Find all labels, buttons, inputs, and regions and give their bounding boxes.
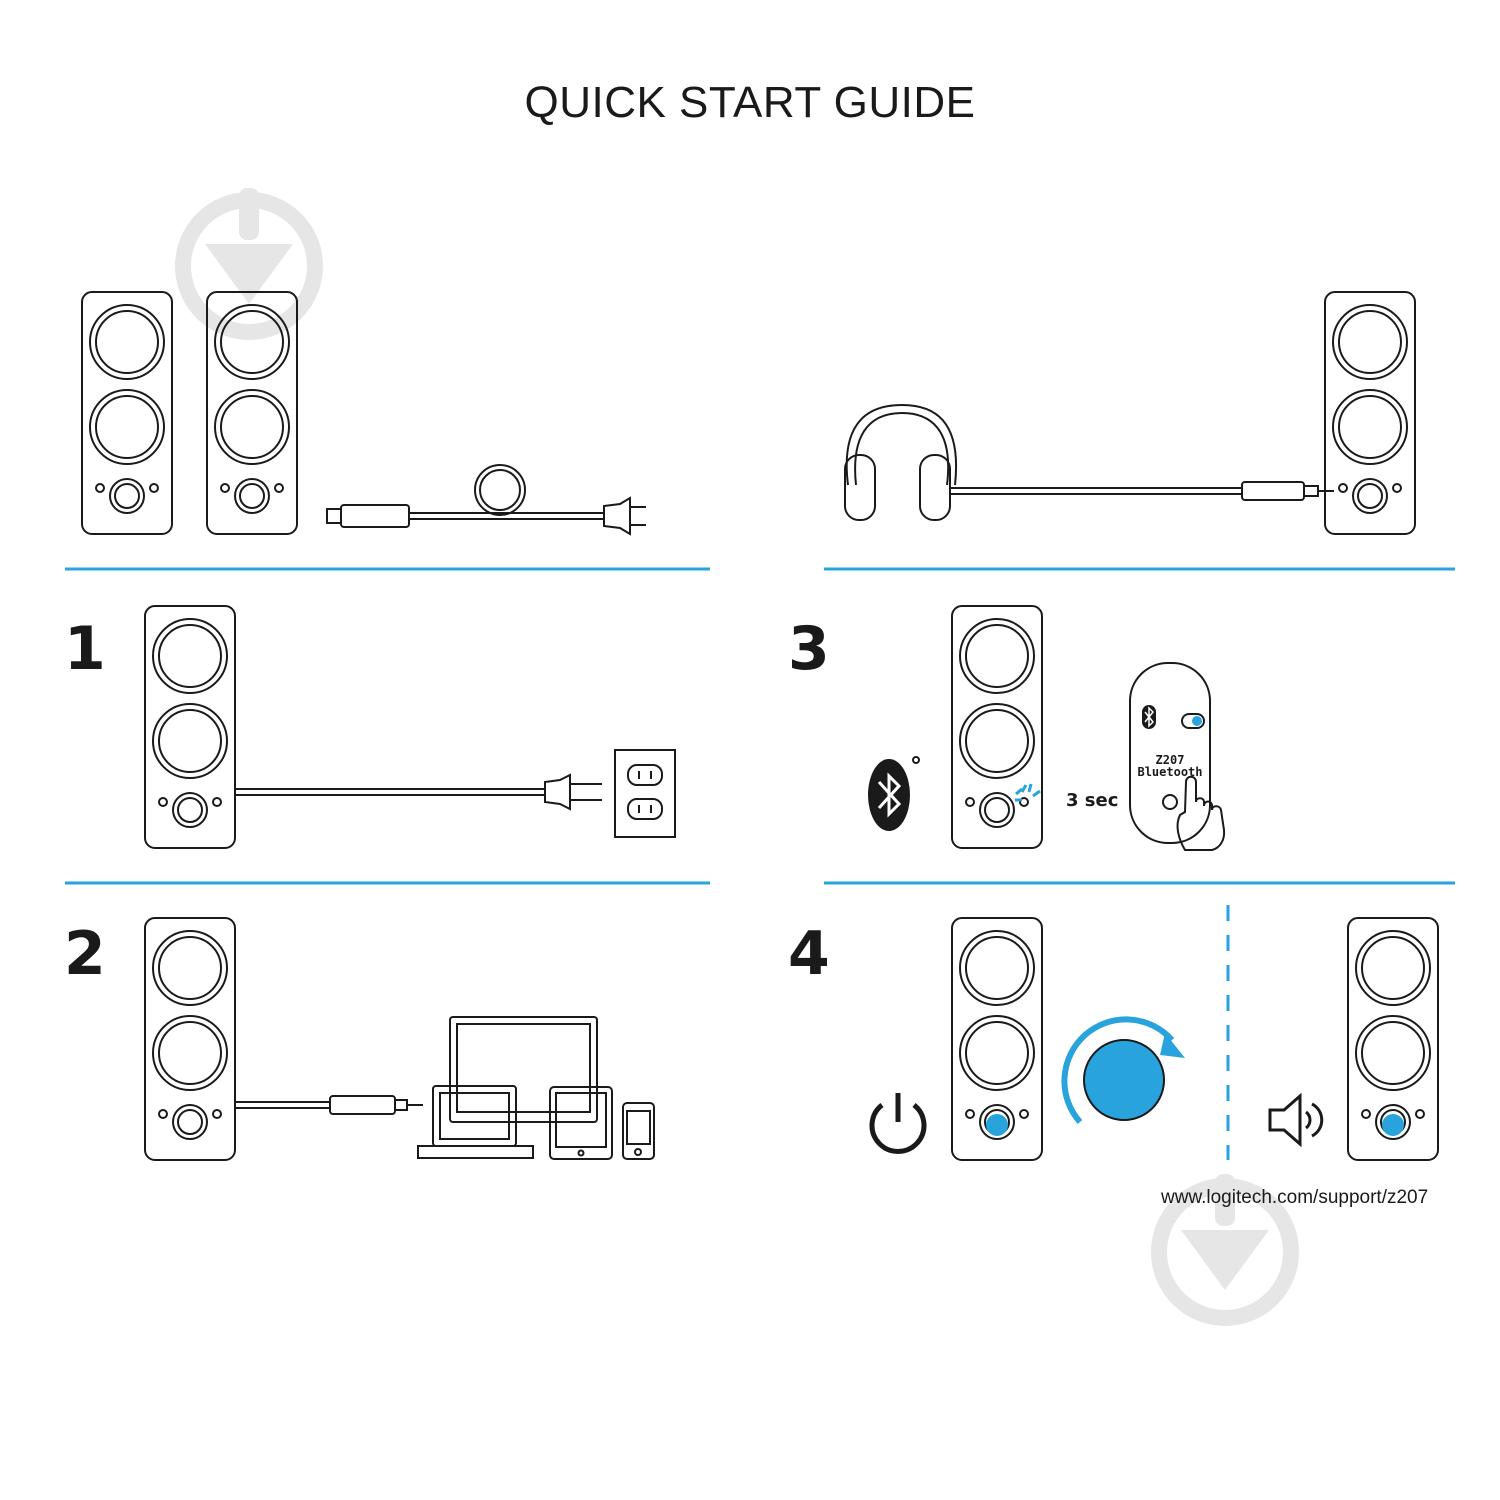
headphones-icon — [844, 403, 1334, 521]
step-number-4: 4 — [788, 919, 830, 989]
power-cable-icon — [235, 773, 602, 811]
bluetooth-icon — [868, 756, 920, 831]
speaker-icon — [951, 917, 1043, 1161]
volume-icon — [1268, 1092, 1324, 1148]
speaker-icon — [144, 605, 236, 849]
tablet-icon — [549, 1086, 613, 1160]
hand-tap-icon — [1176, 775, 1226, 851]
speaker-icon — [144, 917, 236, 1161]
speaker-icon — [1324, 291, 1416, 535]
phone-bluetooth-settings — [1129, 662, 1211, 844]
hold-time-label: 3 sec — [1066, 790, 1119, 811]
step-number-2: 2 — [64, 919, 106, 989]
volume-knob-icon — [1083, 1039, 1165, 1121]
laptop-icon — [417, 1085, 534, 1159]
support-link[interactable]: www.logitech.com/support/z207 — [1161, 1187, 1429, 1208]
wall-outlet-icon — [614, 749, 676, 838]
rotate-arrow-icon — [1061, 1016, 1185, 1124]
speaker-icon — [1347, 917, 1439, 1161]
device-name-sub-label: Bluetooth — [1137, 765, 1203, 779]
section-dividers — [65, 567, 1455, 885]
audio-cable-icon — [235, 1095, 423, 1115]
smartphone-icon — [622, 1102, 655, 1160]
page-title: QUICK START GUIDE — [524, 78, 976, 127]
step-number-3: 3 — [788, 614, 830, 684]
step-number-1: 1 — [64, 614, 106, 684]
speaker-icon — [951, 605, 1043, 849]
power-icon — [869, 1093, 927, 1154]
device-name-label: Z207 — [1155, 753, 1185, 767]
power-cable-icon — [326, 464, 646, 536]
monitor-icon — [449, 1016, 598, 1123]
button-glow-icon — [1015, 783, 1041, 802]
